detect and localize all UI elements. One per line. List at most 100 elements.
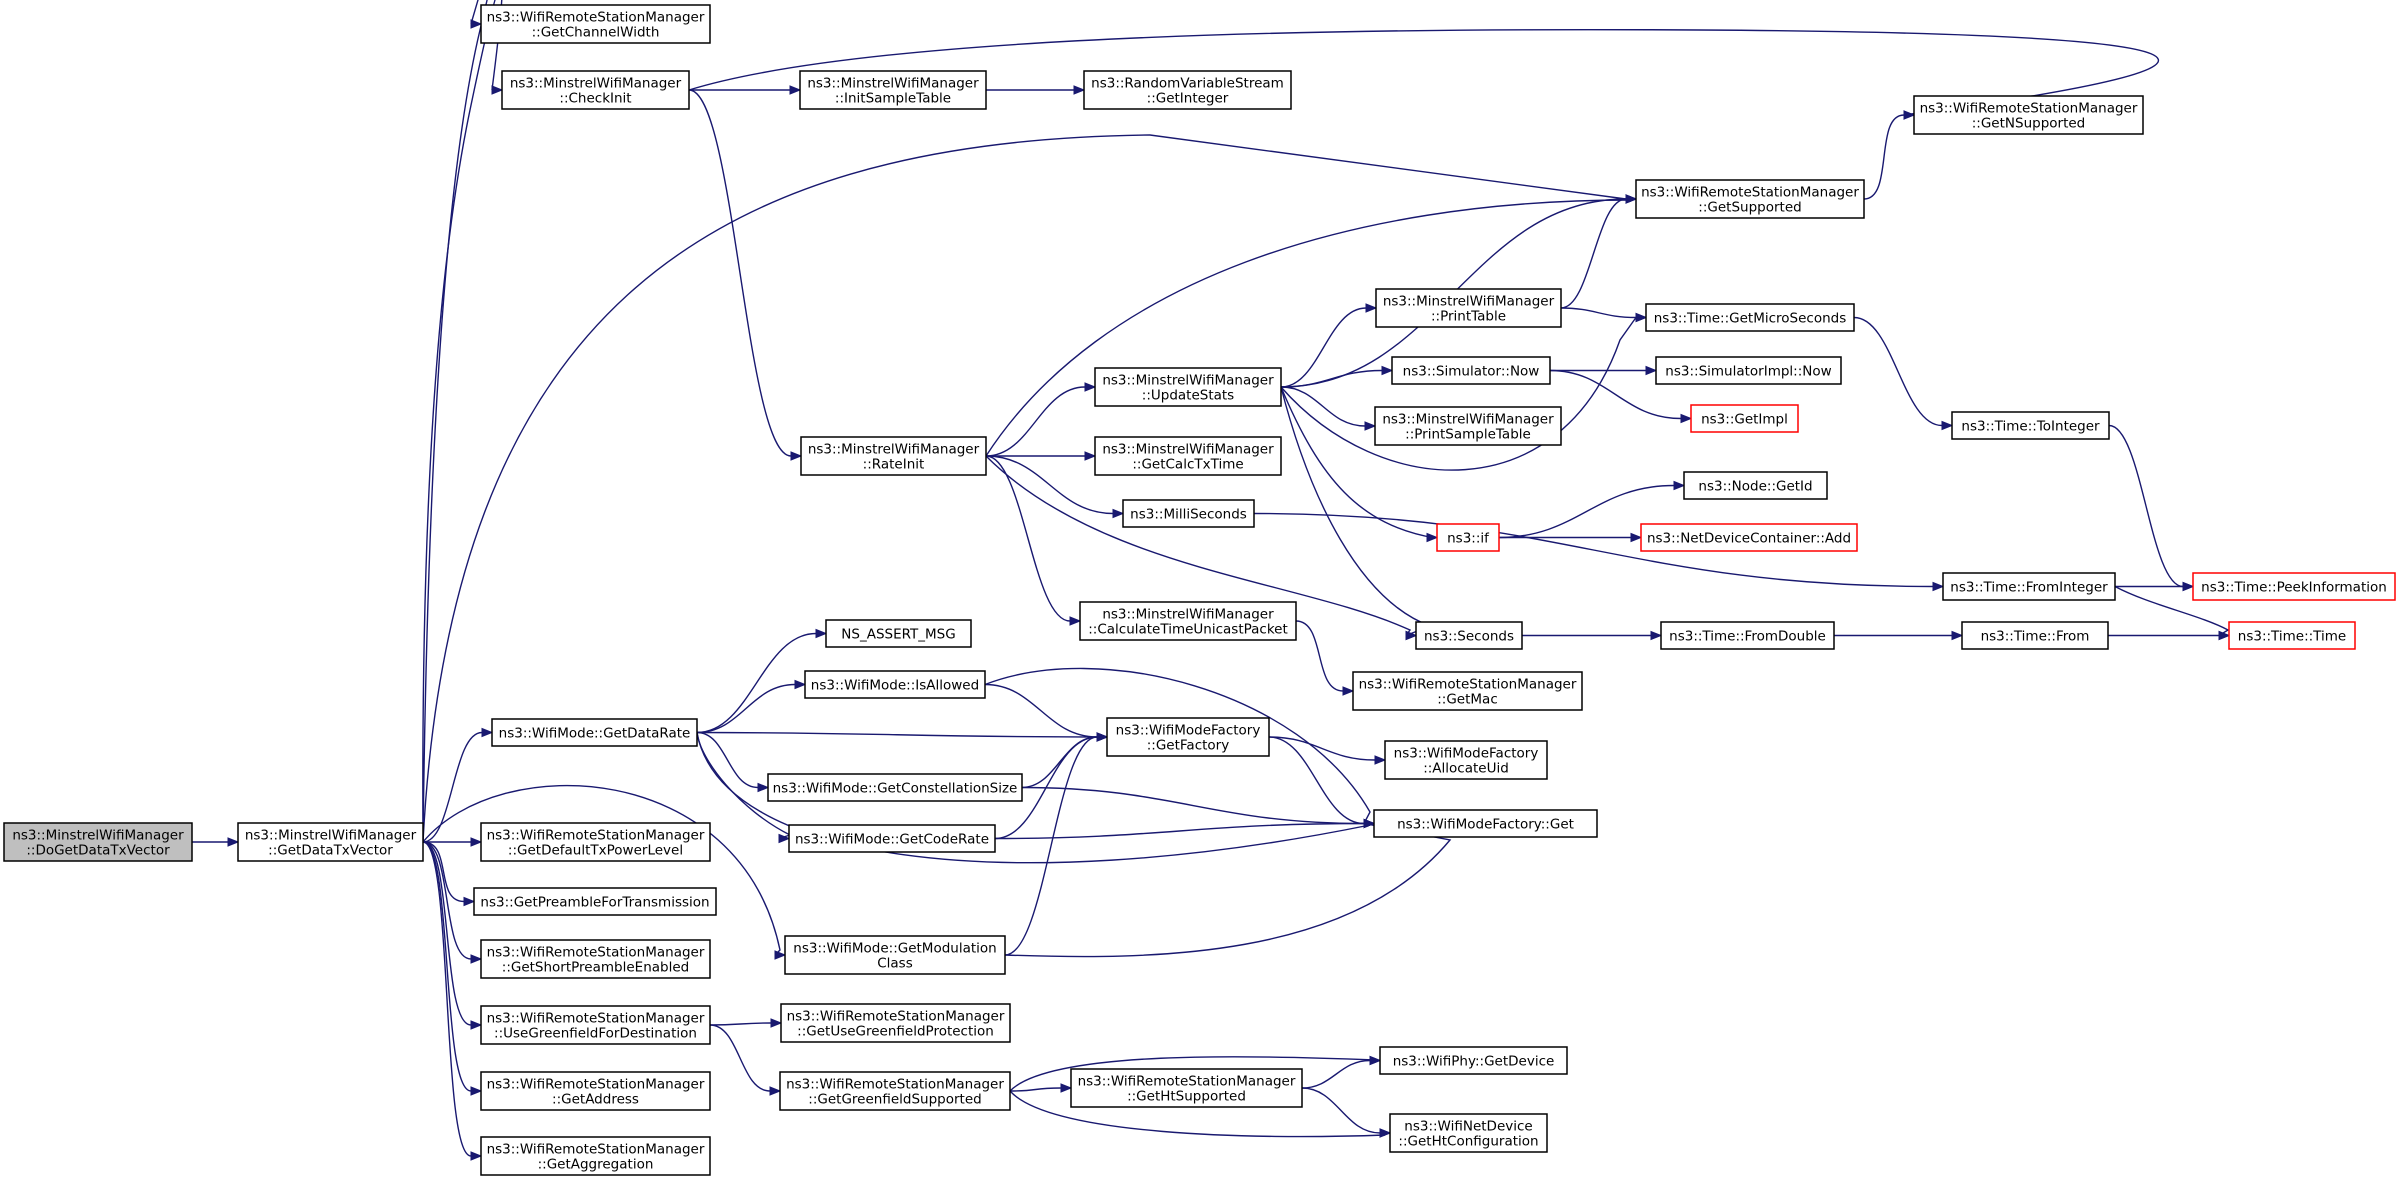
node-label-line: ::PrintSampleTable bbox=[1405, 427, 1531, 443]
node-ns3-wifiremotestationmanager-getmac[interactable]: ns3::WifiRemoteStationManager::GetMac bbox=[1352, 671, 1583, 711]
node-ns3-time-time[interactable]: ns3::Time::Time bbox=[2228, 621, 2356, 650]
arrowhead-icon bbox=[1069, 616, 1082, 626]
node-ns3-minstrelwifimanager-printtable[interactable]: ns3::MinstrelWifiManager::PrintTable bbox=[1375, 288, 1562, 328]
node-ns3-wifiphy-getdevice[interactable]: ns3::WifiPhy::GetDevice bbox=[1379, 1046, 1568, 1075]
node-ns3-minstrelwifimanager-getdatatxvector[interactable]: ns3::MinstrelWifiManager::GetDataTxVecto… bbox=[237, 822, 424, 862]
node-box bbox=[480, 939, 711, 979]
edge-line bbox=[422, 731, 483, 843]
node-ns3-wifiremotestationmanager-getchannelwidth[interactable]: ns3::WifiRemoteStationManager::GetChanne… bbox=[480, 4, 711, 44]
arrowhead-icon bbox=[470, 1086, 483, 1096]
node-box bbox=[784, 935, 1006, 975]
node-ns3-simulator-now[interactable]: ns3::Simulator::Now bbox=[1391, 356, 1551, 385]
node-label-line: Class bbox=[877, 956, 913, 972]
node-ns3-randomvariablestream-getinteger[interactable]: ns3::RandomVariableStream::GetInteger bbox=[1083, 70, 1292, 110]
node-ns3-minstrelwifimanager-updatestats[interactable]: ns3::MinstrelWifiManager::UpdateStats bbox=[1094, 367, 1282, 407]
node-ns3-time-peekinformation[interactable]: ns3::Time::PeekInformation bbox=[2192, 572, 2396, 601]
edge-checkInit-to-initSample bbox=[689, 85, 802, 95]
edge-line bbox=[688, 89, 792, 457]
node-box bbox=[473, 887, 717, 916]
edge-updStats-to-nsif bbox=[1280, 386, 1439, 543]
node-ns3-wifiremotestationmanager-getshortpreambleenabled[interactable]: ns3::WifiRemoteStationManager::GetShortP… bbox=[480, 939, 711, 979]
node-label-line: ns3::Node::GetId bbox=[1698, 479, 1812, 495]
arrowhead-icon bbox=[794, 679, 807, 690]
arrowhead-icon bbox=[1112, 508, 1125, 519]
node-ns3-wifiremotestationmanager-getaggregation[interactable]: ns3::WifiRemoteStationManager::GetAggreg… bbox=[480, 1136, 711, 1176]
node-box bbox=[1635, 179, 1865, 219]
edge-calcUni-to-getMac bbox=[1295, 620, 1355, 696]
edge-line bbox=[1009, 1056, 1376, 1092]
node-label-line: ns3::MinstrelWifiManager bbox=[1102, 607, 1274, 623]
node-ns3-wifimode-getdatarate[interactable]: ns3::WifiMode::GetDataRate bbox=[491, 718, 698, 747]
node-label-line: ns3::WifiRemoteStationManager bbox=[1641, 185, 1859, 201]
arrowhead-icon bbox=[463, 896, 476, 907]
node-ns3-minstrelwifimanager-printsampletable[interactable]: ns3::MinstrelWifiManager::PrintSampleTab… bbox=[1374, 406, 1562, 446]
edge-getSup-to-getNSup bbox=[1863, 110, 1916, 200]
node-ns3-minstrelwifimanager-getcalctxtime[interactable]: ns3::MinstrelWifiManager::GetCalcTxTime bbox=[1094, 436, 1282, 476]
arrowhead-icon bbox=[1374, 755, 1387, 765]
edge-getDataRate-to-getConst bbox=[696, 731, 770, 793]
node-ns3-wifiremotestationmanager-getgreenfieldsupported[interactable]: ns3::WifiRemoteStationManager::GetGreenf… bbox=[779, 1071, 1011, 1111]
node-label-line: ::GetHtConfiguration bbox=[1398, 1134, 1538, 1150]
edge-milli-to-fromInt bbox=[1253, 512, 1945, 592]
node-ns3-wifiremotestationmanager-getnsupported[interactable]: ns3::WifiRemoteStationManager::GetNSuppo… bbox=[1913, 95, 2144, 135]
node-label-line: ns3::WifiModeFactory::Get bbox=[1397, 817, 1574, 833]
node-ns3-netdevicecontainer-add[interactable]: ns3::NetDeviceContainer::Add bbox=[1640, 523, 1858, 552]
edge-getDataTx-to-getPreamble bbox=[422, 841, 476, 907]
node-ns3-wifimode-isallowed[interactable]: ns3::WifiMode::IsAllowed bbox=[804, 670, 986, 699]
node-ns3-if[interactable]: ns3::if bbox=[1436, 523, 1500, 552]
node-ns3-milliseconds[interactable]: ns3::MilliSeconds bbox=[1122, 499, 1255, 528]
node-ns3-minstrelwifimanager-calculatetimeunicastpacket[interactable]: ns3::MinstrelWifiManager::CalculateTimeU… bbox=[1079, 601, 1297, 641]
node-ns3-wifimodefactory-get[interactable]: ns3::WifiModeFactory::Get bbox=[1373, 809, 1598, 838]
node-ns3-time-tointeger[interactable]: ns3::Time::ToInteger bbox=[1951, 411, 2110, 440]
edge-line bbox=[985, 198, 1631, 457]
node-ns3-getimpl[interactable]: ns3::GetImpl bbox=[1690, 404, 1799, 433]
node-label-line: ns3::MinstrelWifiManager bbox=[1102, 442, 1274, 458]
node-ns3-minstrelwifimanager-dogetdatatxvector[interactable]: ns3::MinstrelWifiManager::DoGetDataTxVec… bbox=[3, 822, 193, 862]
edge-line bbox=[1498, 484, 1675, 539]
arrowhead-icon bbox=[1635, 312, 1648, 323]
node-ns3-time-frominteger[interactable]: ns3::Time::FromInteger bbox=[1942, 572, 2116, 601]
node-label-line: ns3::MinstrelWifiManager bbox=[245, 828, 417, 844]
arrowhead-icon bbox=[757, 782, 770, 793]
node-ns3-time-from[interactable]: ns3::Time::From bbox=[1961, 621, 2109, 650]
node-ns3-wifiremotestationmanager-getaddress[interactable]: ns3::WifiRemoteStationManager::GetAddres… bbox=[480, 1071, 711, 1111]
node-label-line: ns3::MilliSeconds bbox=[1130, 507, 1247, 523]
arrowhead-icon bbox=[1073, 85, 1086, 95]
node-ns3-time-getmicroseconds[interactable]: ns3::Time::GetMicroSeconds bbox=[1645, 303, 1855, 332]
node-ns3-wifiremotestationmanager-gethtsupported[interactable]: ns3::WifiRemoteStationManager::GetHtSupp… bbox=[1070, 1068, 1303, 1108]
node-ns3-wifinetdevice-gethtconfiguration[interactable]: ns3::WifiNetDevice::GetHtConfiguration bbox=[1389, 1113, 1548, 1153]
node-label-line: ns3::WifiMode::GetModulation bbox=[793, 941, 996, 957]
node-ns3-getpreamblefortransmission[interactable]: ns3::GetPreambleForTransmission bbox=[473, 887, 717, 916]
node-label-line: NS_ASSERT_MSG bbox=[841, 627, 955, 643]
node-ns3-simulatorimpl-now[interactable]: ns3::SimulatorImpl::Now bbox=[1655, 356, 1842, 385]
node-label-line: ::GetAddress bbox=[552, 1092, 639, 1108]
edge-isAllowed-to-getFactory bbox=[984, 683, 1109, 742]
node-ns-assert-msg[interactable]: NS_ASSERT_MSG bbox=[825, 619, 972, 648]
edge-line bbox=[696, 683, 796, 734]
node-ns3-minstrelwifimanager-rateinit[interactable]: ns3::MinstrelWifiManager::RateInit bbox=[800, 436, 987, 476]
node-ns3-node-getid[interactable]: ns3::Node::GetId bbox=[1683, 471, 1828, 500]
arrowhead-icon bbox=[470, 19, 483, 29]
node-ns3-wifiremotestationmanager-getusegreenfieldprotection[interactable]: ns3::WifiRemoteStationManager::GetUseGre… bbox=[780, 1003, 1011, 1043]
arrowhead-icon bbox=[1365, 303, 1378, 313]
node-ns3-seconds[interactable]: ns3::Seconds bbox=[1415, 621, 1523, 650]
edge-getGreenSup-to-getHtSup bbox=[1009, 1083, 1073, 1093]
node-ns3-wifiremotestationmanager-getdefaulttxpowerlevel[interactable]: ns3::WifiRemoteStationManager::GetDefaul… bbox=[480, 822, 711, 862]
node-ns3-wifimodefactory-getfactory[interactable]: ns3::WifiModeFactory::GetFactory bbox=[1106, 717, 1270, 757]
node-ns3-wifimode-getconstellationsize[interactable]: ns3::WifiMode::GetConstellationSize bbox=[767, 773, 1023, 802]
node-ns3-wifimodefactory-allocateuid[interactable]: ns3::WifiModeFactory::AllocateUid bbox=[1384, 740, 1548, 780]
node-ns3-wifiremotestationmanager-usegreenfieldfordestination[interactable]: ns3::WifiRemoteStationManager::UseGreenf… bbox=[480, 1005, 711, 1045]
node-ns3-time-fromdouble[interactable]: ns3::Time::FromDouble bbox=[1660, 621, 1835, 650]
node-label-line: ns3::WifiModeFactory bbox=[1394, 746, 1539, 762]
arrowhead-icon bbox=[1650, 630, 1663, 641]
node-ns3-wifimode-getcoderate[interactable]: ns3::WifiMode::GetCodeRate bbox=[788, 824, 996, 853]
node-box bbox=[491, 718, 698, 747]
node-label-line: ns3::MinstrelWifiManager bbox=[1382, 412, 1554, 428]
node-ns3-wifiremotestationmanager-getsupported[interactable]: ns3::WifiRemoteStationManager::GetSuppor… bbox=[1635, 179, 1865, 219]
node-box bbox=[1415, 621, 1523, 650]
edge-line bbox=[985, 455, 1071, 622]
node-ns3-minstrelwifimanager-initsampletable[interactable]: ns3::MinstrelWifiManager::InitSampleTabl… bbox=[799, 70, 987, 110]
node-box bbox=[1961, 621, 2109, 650]
node-ns3-minstrelwifimanager-checkinit[interactable]: ns3::MinstrelWifiManager::CheckInit bbox=[501, 70, 690, 110]
